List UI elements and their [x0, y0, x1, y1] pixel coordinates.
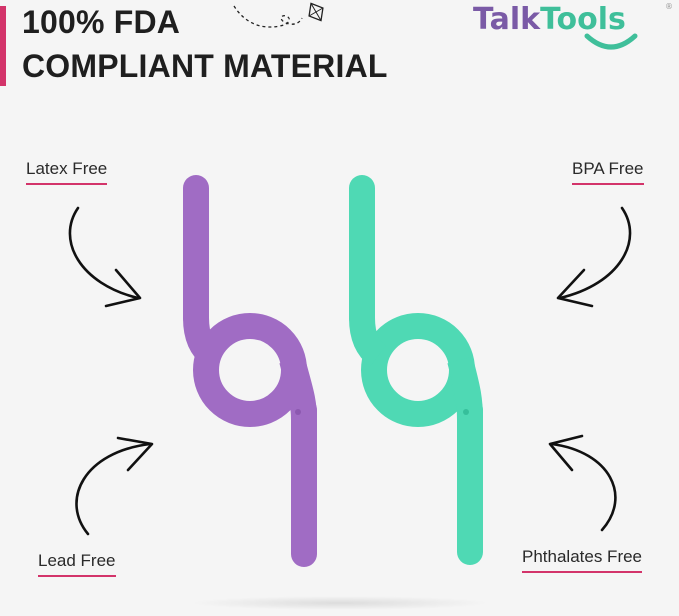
accent-bar [0, 6, 6, 86]
bpa-free-label: BPA Free [572, 158, 644, 185]
phthalates-free-label: Phthalates Free [522, 546, 643, 573]
headline-line-2: COMPLIANT MATERIAL [22, 48, 388, 84]
brand-wordmark: TalkTools [473, 2, 626, 38]
latex-free-label: Latex Free [26, 158, 108, 185]
talktools-logo: TalkTools ® [473, 2, 673, 62]
smile-icon [584, 33, 638, 50]
brand-talk-text: Talk [473, 2, 541, 37]
headline-line-1: 100% FDA [22, 4, 181, 40]
kite-icon [233, 2, 324, 28]
headline: 100% FDA COMPLIANT MATERIAL [22, 0, 388, 88]
brand-tools-text: Tools [540, 2, 626, 37]
lead-free-label: Lead Free [38, 550, 116, 577]
product-shadow [190, 596, 490, 610]
registered-mark: ® [665, 2, 673, 11]
mint-chew-tool [349, 175, 483, 565]
purple-chew-tool [183, 175, 317, 567]
